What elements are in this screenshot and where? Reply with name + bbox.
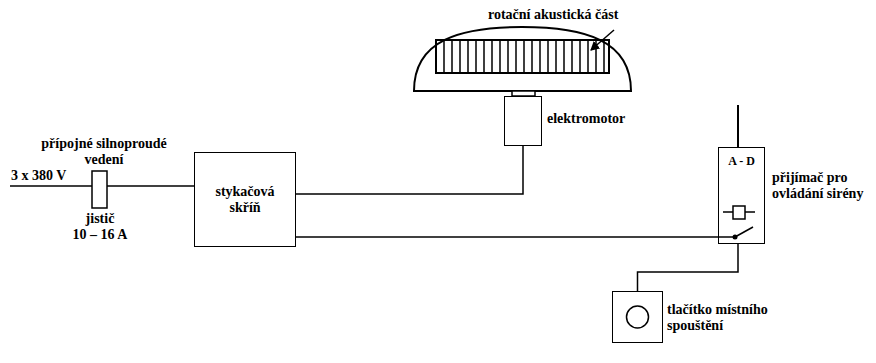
breaker-label: jistič: [86, 211, 115, 227]
breaker-symbol: [92, 171, 107, 208]
supply-wire: [10, 185, 92, 187]
receiver-box: A - Dpřijímač pro ovládání sirény: [718, 147, 765, 244]
box-label: stykačová skříň: [195, 184, 295, 216]
relay-coil: [733, 206, 745, 219]
siren-dome: [414, 27, 631, 91]
contactor-box: stykačová skříň: [194, 152, 296, 247]
voltage-label: 3 x 380 V: [11, 168, 66, 184]
motor-box: elektromotor: [504, 96, 542, 146]
push-button: [627, 306, 649, 328]
part-label: rotační akustická část: [488, 7, 618, 23]
rotor-grille: [436, 40, 609, 73]
supply-label: přípojné silnoproudé vedení: [34, 136, 174, 168]
wire-connector: [296, 146, 523, 194]
breaker-rating: 10 – 16 A: [73, 227, 128, 243]
wire-connector: [296, 236, 718, 238]
button-box: tlačítko místního spouštění: [612, 291, 663, 343]
breaker-wire: [107, 185, 194, 187]
switch-blade: [735, 227, 753, 237]
motor-label: elektromotor: [547, 111, 657, 127]
receiver-label: přijímač pro ovládání sirény: [772, 170, 864, 202]
switch-wire: [718, 236, 735, 238]
relay-leads: [723, 211, 755, 213]
antenna: [737, 105, 739, 147]
wire-connector: [638, 244, 739, 291]
leader-arrow: [591, 30, 614, 50]
grille-bars: [444, 40, 604, 73]
button-label: tlačítko místního spouštění: [667, 302, 785, 334]
receiver-code: A - D: [719, 153, 764, 169]
